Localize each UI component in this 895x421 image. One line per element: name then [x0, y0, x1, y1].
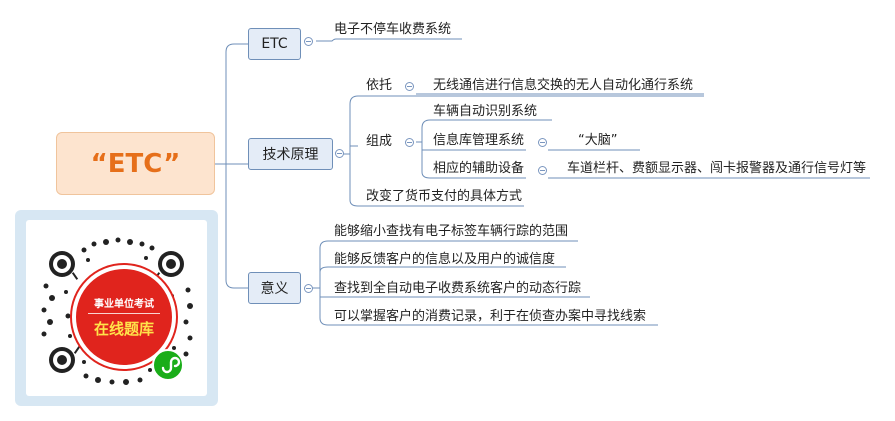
- node-vehicle-id[interactable]: 车辆自动识别系统: [433, 104, 538, 119]
- badge-divider: [88, 313, 160, 314]
- meaning-item[interactable]: 查找到全自动电子收费系统客户的动态行踪: [334, 281, 582, 296]
- topic-meaning-label: 意义: [260, 281, 289, 297]
- node-aux-equipment[interactable]: 相应的辅助设备: [433, 161, 525, 176]
- topic-etc-label: ETC: [261, 36, 288, 52]
- node-equipment-list[interactable]: 车道栏杆、费额显示器、闯卡报警器及通行信号灯等: [567, 161, 867, 176]
- node-payment-change[interactable]: 改变了货币支付的具体方式: [366, 189, 523, 204]
- collapse-icon[interactable]: [335, 149, 344, 158]
- topic-principle[interactable]: 技术原理: [248, 138, 333, 170]
- collapse-icon[interactable]: [538, 138, 547, 147]
- root-label: “ETC”: [90, 148, 181, 179]
- meaning-item[interactable]: 可以掌握客户的消费记录，利于在侦查办案中寻找线索: [334, 309, 647, 324]
- qr-badge-line2: 在线题库: [93, 320, 154, 338]
- collapse-icon[interactable]: [304, 37, 313, 46]
- collapse-icon[interactable]: [304, 284, 313, 293]
- topic-principle-label: 技术原理: [262, 147, 319, 163]
- etc-definition[interactable]: 电子不停车收费系统: [334, 22, 452, 37]
- node-yituo[interactable]: 依托: [366, 78, 393, 93]
- qr-pattern: [41, 237, 193, 385]
- collapse-icon[interactable]: [405, 138, 414, 147]
- meaning-item[interactable]: 能够缩小查找有电子标签车辆行踪的范围: [334, 224, 569, 239]
- root-topic[interactable]: “ETC”: [56, 132, 215, 195]
- mini-program-icon: [152, 349, 184, 381]
- collapse-icon[interactable]: [538, 166, 547, 175]
- mini-program-glyph: [161, 356, 181, 374]
- meaning-item[interactable]: 能够反馈客户的信息以及用户的诚信度: [334, 252, 556, 267]
- node-database[interactable]: 信息库管理系统: [433, 133, 525, 148]
- topic-meaning[interactable]: 意义: [248, 272, 301, 304]
- node-wireless-system[interactable]: 无线通信进行信息交换的无人自动化通行系统: [433, 78, 694, 93]
- node-zucheng[interactable]: 组成: [366, 134, 393, 149]
- topic-etc[interactable]: ETC: [248, 28, 301, 60]
- collapse-icon[interactable]: [405, 82, 414, 91]
- qr-badge-line1: 事业单位考试: [94, 299, 154, 310]
- node-brain[interactable]: “大脑”: [578, 133, 618, 148]
